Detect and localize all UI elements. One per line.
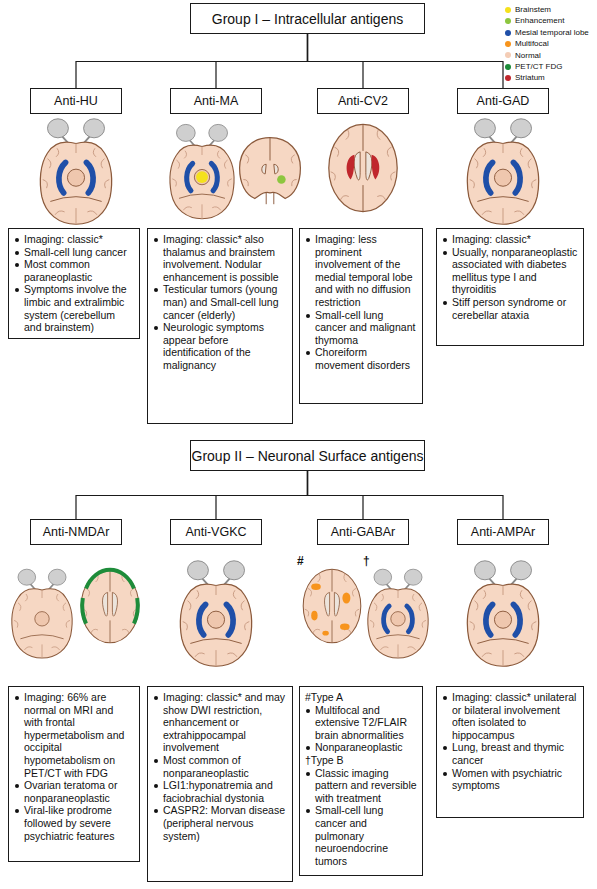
bullet-text: Imaging: classic* also thalamus and brai… xyxy=(153,233,287,283)
bullet-box: Imaging: classic* and may show DWI restr… xyxy=(147,686,293,882)
tree-connector xyxy=(308,471,504,519)
bullet-text: Imaging: classic* xyxy=(442,233,578,246)
legend-text: Enhancement xyxy=(515,15,564,26)
box-title: Group II – Neuronal Surface antigens xyxy=(192,448,424,464)
heading-box: Group I – Intracellular antigens xyxy=(190,3,425,34)
tree-connector xyxy=(216,471,308,519)
legend-text: Normal xyxy=(515,50,541,61)
bullet-text: LGI1:hyponatremia and faciobrachial dyst… xyxy=(153,779,287,804)
bullet-box: #Type AMultifocal and extensive T2/FLAIR… xyxy=(299,686,423,876)
box-title: Anti-GAD xyxy=(477,94,530,108)
bullet-text: Stiff person syndrome or cerebellar atax… xyxy=(442,296,578,321)
legend-row: Multifocal xyxy=(505,38,589,49)
legend-row: PET/CT FDG xyxy=(505,61,589,72)
bullet-text: Imaging: classic* unilateral or bilatera… xyxy=(442,691,578,741)
box-title: Anti-CV2 xyxy=(338,94,388,108)
tree-connector xyxy=(76,471,308,519)
brain-axial xyxy=(467,561,538,666)
bullet-text: Symptoms involve the limbic and extralim… xyxy=(14,283,134,333)
box-title: Anti-GABAr xyxy=(331,525,396,539)
heading-box: Anti-VGKC xyxy=(170,519,262,545)
legend-swatch xyxy=(505,52,511,58)
legend-swatch xyxy=(505,18,511,24)
bullet-text: Most common of nonparaneoplastic xyxy=(153,754,287,779)
bullet-text: Imaging: classic* and may show DWI restr… xyxy=(153,691,287,754)
tree-connector xyxy=(308,34,504,88)
heading-box: Group II – Neuronal Surface antigens xyxy=(190,440,425,471)
bullet-box: Imaging: classic*Small-cell lung cancerM… xyxy=(8,228,140,339)
bullet-box: Imaging: classic* also thalamus and brai… xyxy=(147,228,293,424)
bullet-text: Small-cell lung cancer xyxy=(14,246,134,259)
bullet-text: Imaging: 66% are normal on MRI and with … xyxy=(14,691,134,779)
brain-upper-slice xyxy=(81,569,139,643)
heading-box: Anti-CV2 xyxy=(317,88,409,114)
brain-axial xyxy=(12,569,72,658)
bullet-text: Women with psychiatric symptoms xyxy=(442,767,578,792)
legend-swatch xyxy=(505,41,511,47)
bullet-text: Usually, nonparaneoplastic associated wi… xyxy=(442,246,578,296)
brain-axial xyxy=(180,561,251,666)
legend-row: Enhancement xyxy=(505,15,589,26)
box-title: Group I – Intracellular antigens xyxy=(212,11,403,27)
legend-text: Brainstem xyxy=(515,4,551,15)
legend: BrainstemEnhancementMesial temporal lobe… xyxy=(505,4,589,84)
figure-marker: # xyxy=(297,554,304,568)
bullet-text: Nonparaneoplastic xyxy=(305,741,417,754)
legend-text: PET/CT FDG xyxy=(515,61,562,72)
heading-box: Anti-NMDAr xyxy=(30,519,122,545)
bullet-box: Imaging: 66% are normal on MRI and with … xyxy=(8,686,140,862)
box-title: Anti-HU xyxy=(54,94,98,108)
legend-swatch xyxy=(505,75,511,81)
legend-row: Normal xyxy=(505,50,589,61)
heading-box: Anti-GABAr xyxy=(317,519,409,545)
brain-upper-slice xyxy=(303,569,361,643)
brain-axial xyxy=(467,119,538,224)
bullet-text: Ovarian teratoma or nonparaneoplastic xyxy=(14,779,134,804)
bullet-text: Classic imaging pattern and reversible w… xyxy=(305,767,417,805)
legend-text: Multifocal xyxy=(515,38,549,49)
heading-box: Anti-MA xyxy=(170,88,262,114)
bullet-text: Viral-like prodrome followed by severe p… xyxy=(14,804,134,842)
bullet-box: Imaging: classic*Usually, nonparaneoplas… xyxy=(436,228,584,346)
legend-swatch xyxy=(505,7,511,13)
bullet-text: Imaging: classic* xyxy=(14,233,134,246)
type-heading: †Type B xyxy=(305,754,417,767)
bullet-text: Neurologic symptoms appear before identi… xyxy=(153,321,287,371)
bullet-text: Small-cell lung cancer and malignant thy… xyxy=(305,309,417,347)
tree-connector xyxy=(216,34,308,88)
box-title: Anti-NMDAr xyxy=(43,525,110,539)
brain-coronal xyxy=(240,138,301,205)
heading-box: Anti-GAD xyxy=(457,88,549,114)
bullet-text: Lung, breast and thymic cancer xyxy=(442,741,578,766)
bullet-box: Imaging: classic* unilateral or bilatera… xyxy=(436,686,584,818)
brain-axial xyxy=(40,119,111,224)
legend-swatch xyxy=(505,64,511,70)
bullet-text: Imaging: less prominent involvement of t… xyxy=(305,233,417,309)
bullet-text: Multifocal and extensive T2/FLAIR brain … xyxy=(305,704,417,742)
type-heading: #Type A xyxy=(305,691,417,704)
bullet-text: CASPR2: Morvan disease (peripheral nervo… xyxy=(153,804,287,842)
legend-text: Striatum xyxy=(515,72,545,83)
bullet-text: Choreiform movement disorders xyxy=(305,346,417,371)
brain-axial xyxy=(170,124,234,218)
legend-row: Mesial temporal lobe xyxy=(505,27,589,38)
legend-row: Brainstem xyxy=(505,4,589,15)
legend-row: Striatum xyxy=(505,72,589,83)
box-title: Anti-AMPAr xyxy=(471,525,535,539)
box-title: Anti-MA xyxy=(194,94,238,108)
bullet-text: Small-cell lung cancer and pulmonary neu… xyxy=(305,804,417,867)
box-title: Anti-VGKC xyxy=(185,525,246,539)
figure-marker: † xyxy=(363,554,370,568)
heading-box: Anti-HU xyxy=(30,88,122,114)
legend-text: Mesial temporal lobe xyxy=(515,27,589,38)
bullet-box: Imaging: less prominent involvement of t… xyxy=(299,228,423,404)
bullet-text: Most common paraneoplastic xyxy=(14,258,134,283)
legend-swatch xyxy=(505,30,511,36)
brain-axial xyxy=(368,569,428,658)
brain-upper-slice xyxy=(329,124,397,211)
bullet-text: Testicular tumors (young man) and Small-… xyxy=(153,283,287,321)
heading-box: Anti-AMPAr xyxy=(457,519,549,545)
tree-connector xyxy=(76,34,308,88)
